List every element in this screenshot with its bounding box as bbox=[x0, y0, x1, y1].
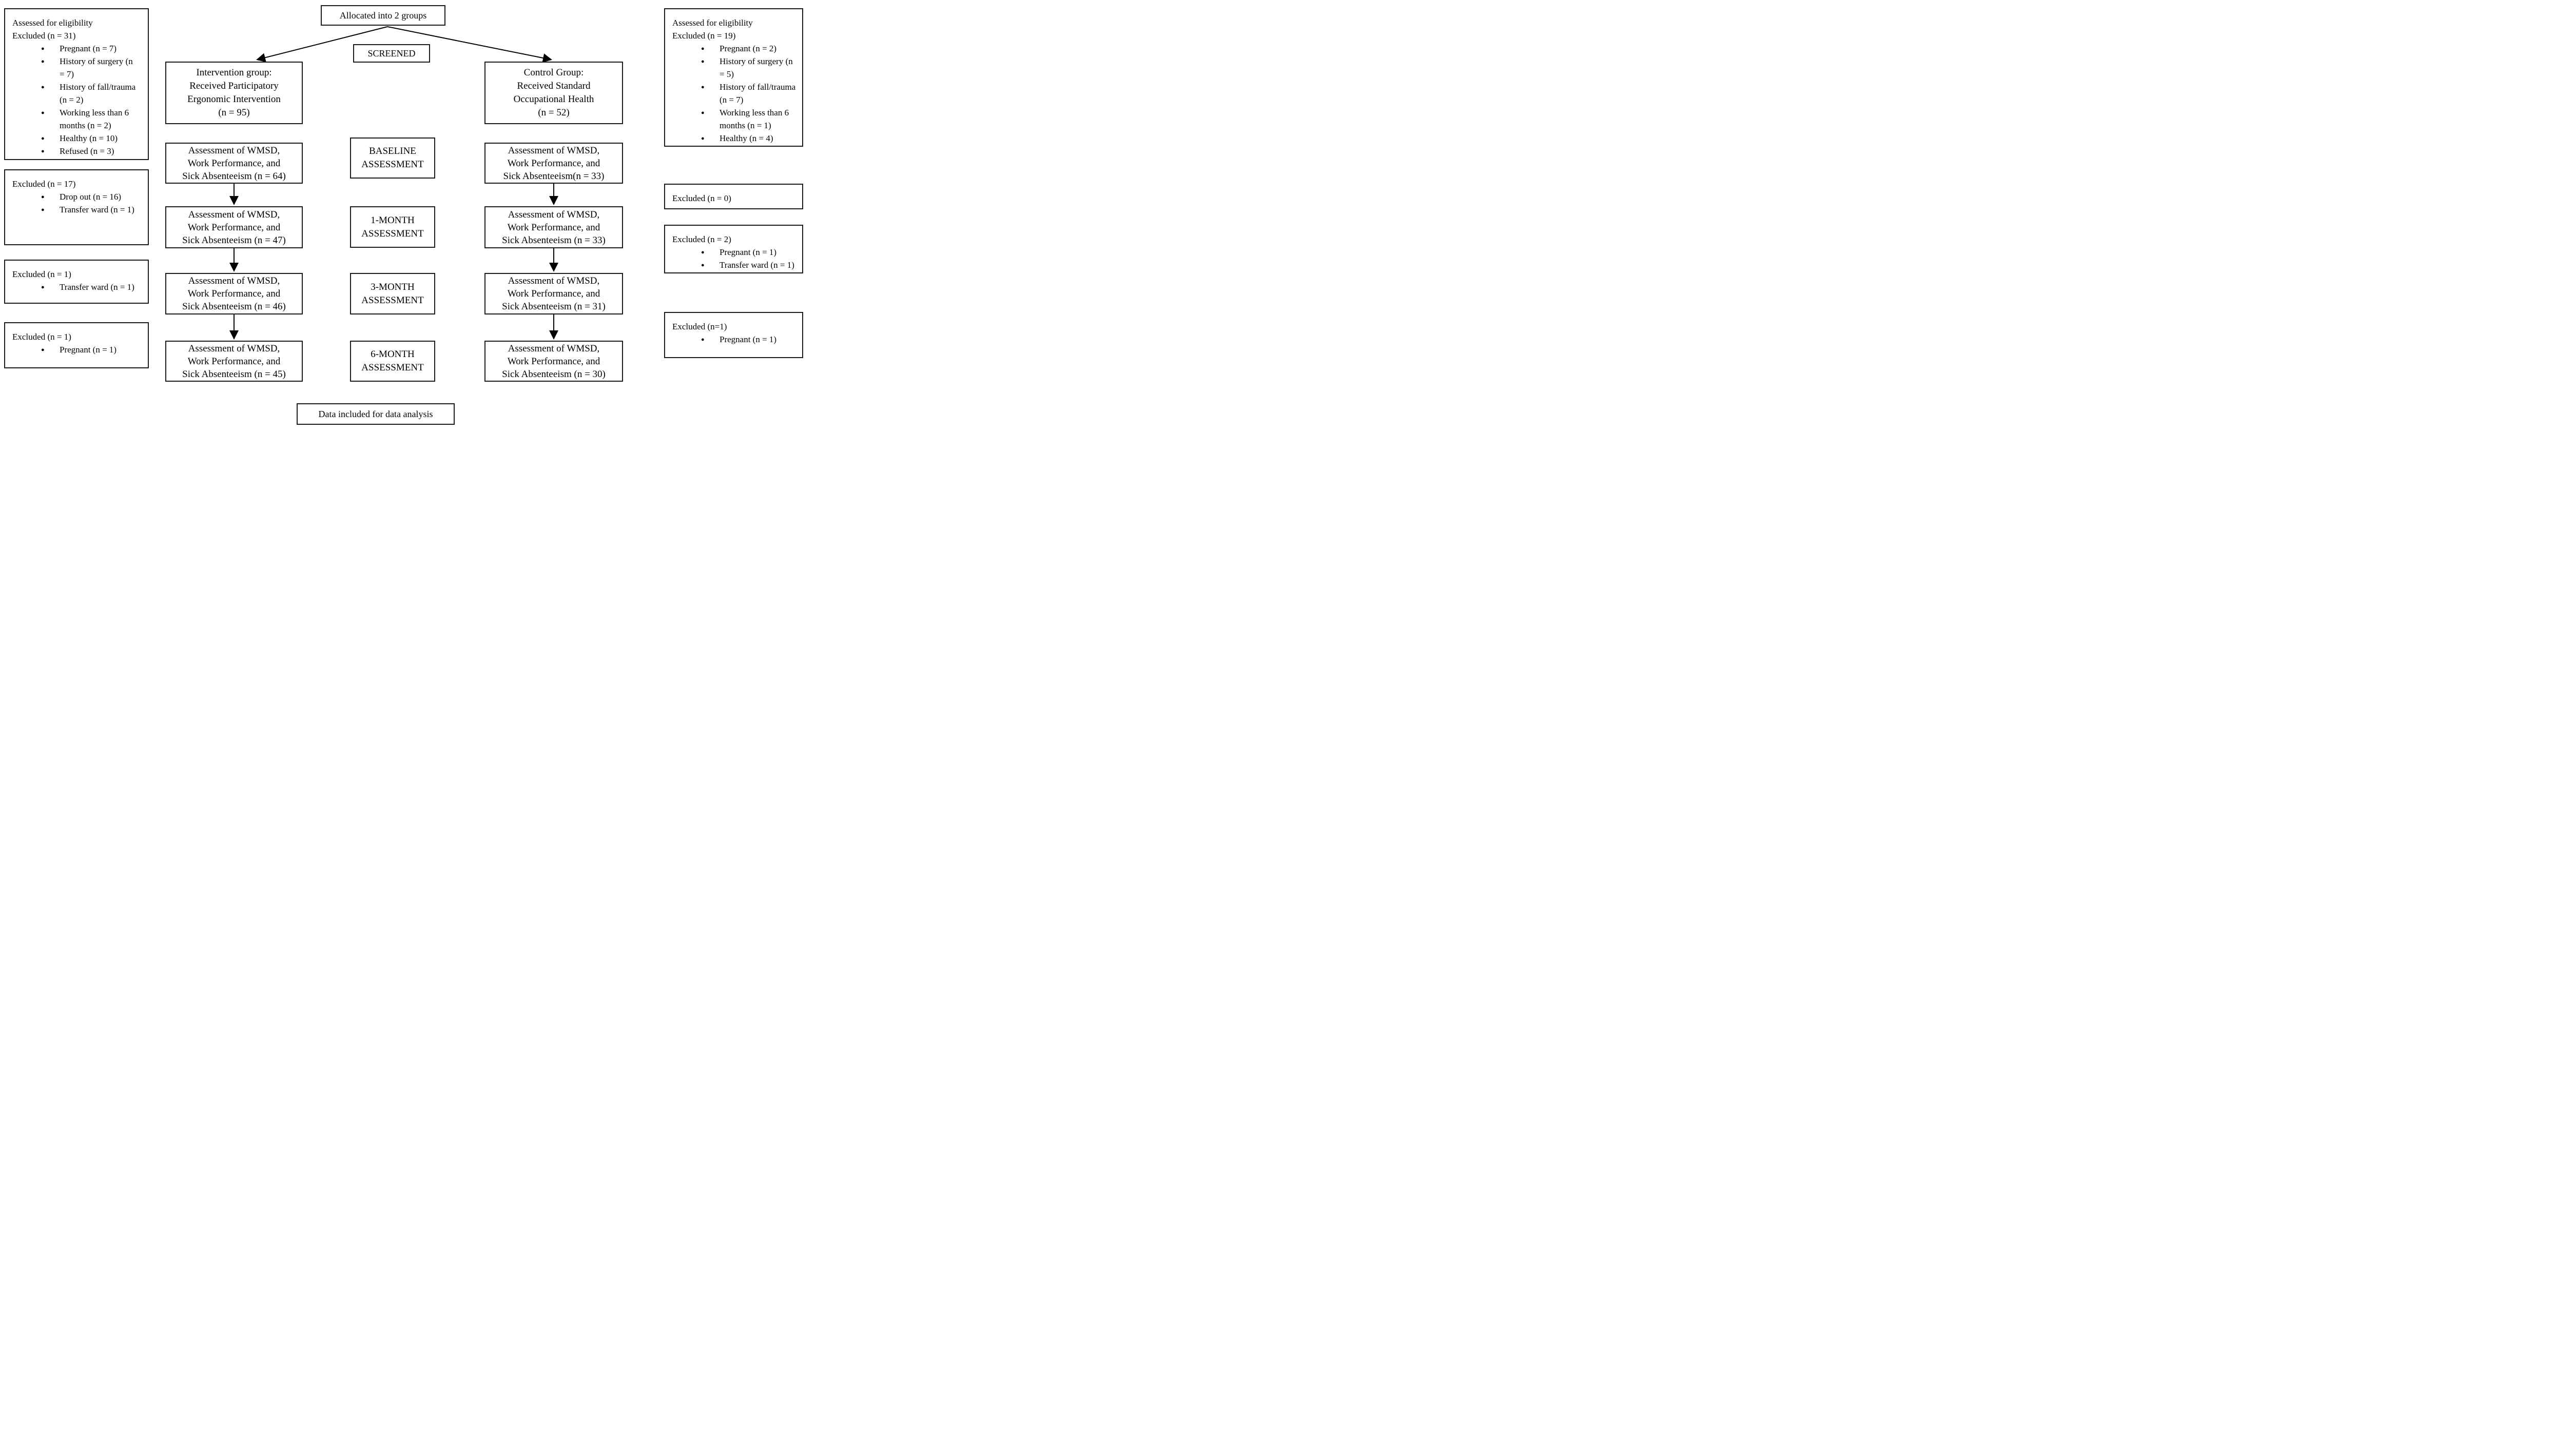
list-item: Transfer ward (n = 1) bbox=[41, 203, 144, 217]
left-excluded-1-pregnant-box: Excluded (n = 1) Pregnant (n = 1) bbox=[4, 322, 149, 368]
intervention-6month-assessment-box: Assessment of WMSD, Work Performance, an… bbox=[165, 341, 303, 382]
list-item: Pregnant (n = 2) bbox=[701, 42, 798, 55]
control-1month-assessment-box: Assessment of WMSD, Work Performance, an… bbox=[484, 206, 623, 248]
left-excluded-17-list: Drop out (n = 16) Transfer ward (n = 1) bbox=[12, 190, 144, 217]
list-item: Pregnant (n = 1) bbox=[701, 246, 798, 259]
list-item: Transfer ward (n = 1) bbox=[41, 281, 144, 294]
right-excluded-2-list: Pregnant (n = 1) Transfer ward (n = 1) bbox=[672, 246, 798, 272]
allocated-box: Allocated into 2 groups bbox=[321, 5, 445, 26]
control-6month-assessment-box: Assessment of WMSD, Work Performance, an… bbox=[484, 341, 623, 382]
six-month-assessment-label-box: 6-MONTH ASSESSMENT bbox=[350, 341, 435, 382]
right-excluded-1-box: Excluded (n=1) Pregnant (n = 1) bbox=[664, 312, 803, 358]
control-baseline-assessment-box: Assessment of WMSD, Work Performance, an… bbox=[484, 143, 623, 184]
intervention-baseline-assessment-box: Assessment of WMSD, Work Performance, an… bbox=[165, 143, 303, 184]
list-item: History of surgery (n = 7) bbox=[41, 55, 144, 81]
left-eligibility-box: Assessed for eligibility Excluded (n = 3… bbox=[4, 8, 149, 160]
control-3month-assessment-box: Assessment of WMSD, Work Performance, an… bbox=[484, 273, 623, 314]
right-eligibility-header: Assessed for eligibility Excluded (n = 1… bbox=[672, 18, 753, 41]
list-item: Refused (n = 3) bbox=[41, 145, 144, 158]
screened-label-box: SCREENED bbox=[353, 44, 430, 63]
left-excluded-1-transfer-box: Excluded (n = 1) Transfer ward (n = 1) bbox=[4, 260, 149, 304]
right-excluded-1-list: Pregnant (n = 1) bbox=[672, 333, 798, 346]
list-item: History of fall/trauma (n = 2) bbox=[41, 81, 144, 106]
list-item: Working less than 6 months (n = 1) bbox=[701, 106, 798, 132]
list-item: Healthy (n = 4) bbox=[701, 132, 798, 145]
one-month-assessment-label-box: 1-MONTH ASSESSMENT bbox=[350, 206, 435, 248]
right-excluded-1-header: Excluded (n=1) bbox=[672, 322, 727, 331]
list-item: Working less than 6 months (n = 2) bbox=[41, 106, 144, 132]
list-item: History of surgery (n = 5) bbox=[701, 55, 798, 81]
baseline-assessment-label-box: BASELINE ASSESSMENT bbox=[350, 137, 435, 179]
left-eligibility-list: Pregnant (n = 7) History of surgery (n =… bbox=[12, 42, 144, 158]
right-eligibility-list: Pregnant (n = 2) History of surgery (n =… bbox=[672, 42, 798, 145]
intervention-1month-assessment-box: Assessment of WMSD, Work Performance, an… bbox=[165, 206, 303, 248]
data-analysis-box: Data included for data analysis bbox=[297, 403, 455, 425]
left-eligibility-header: Assessed for eligibility Excluded (n = 3… bbox=[12, 18, 93, 41]
list-item: Drop out (n = 16) bbox=[41, 190, 144, 204]
intervention-3month-assessment-box: Assessment of WMSD, Work Performance, an… bbox=[165, 273, 303, 314]
three-month-assessment-label-box: 3-MONTH ASSESSMENT bbox=[350, 273, 435, 314]
left-excluded-17-box: Excluded (n = 17) Drop out (n = 16) Tran… bbox=[4, 169, 149, 245]
left-excluded-17-header: Excluded (n = 17) bbox=[12, 179, 76, 189]
list-item: Pregnant (n = 1) bbox=[701, 333, 798, 346]
study-flow-diagram: Allocated into 2 groups SCREENED Assesse… bbox=[0, 0, 805, 428]
left-excluded-1-pregnant-header: Excluded (n = 1) bbox=[12, 332, 71, 342]
right-excluded-0-header: Excluded (n = 0) bbox=[672, 193, 731, 203]
right-excluded-2-box: Excluded (n = 2) Pregnant (n = 1) Transf… bbox=[664, 225, 803, 273]
right-excluded-0-box: Excluded (n = 0) bbox=[664, 184, 803, 209]
list-item: Transfer ward (n = 1) bbox=[701, 259, 798, 272]
list-item: Pregnant (n = 7) bbox=[41, 42, 144, 55]
left-excluded-1-transfer-list: Transfer ward (n = 1) bbox=[12, 281, 144, 294]
intervention-group-box: Intervention group: Received Participato… bbox=[165, 62, 303, 124]
list-item: History of fall/trauma (n = 7) bbox=[701, 81, 798, 106]
right-excluded-2-header: Excluded (n = 2) bbox=[672, 234, 731, 244]
left-excluded-1-transfer-header: Excluded (n = 1) bbox=[12, 269, 71, 279]
left-excluded-1-pregnant-list: Pregnant (n = 1) bbox=[12, 343, 144, 357]
list-item: Healthy (n = 10) bbox=[41, 132, 144, 145]
control-group-box: Control Group: Received Standard Occupat… bbox=[484, 62, 623, 124]
right-eligibility-box: Assessed for eligibility Excluded (n = 1… bbox=[664, 8, 803, 147]
list-item: Pregnant (n = 1) bbox=[41, 343, 144, 357]
